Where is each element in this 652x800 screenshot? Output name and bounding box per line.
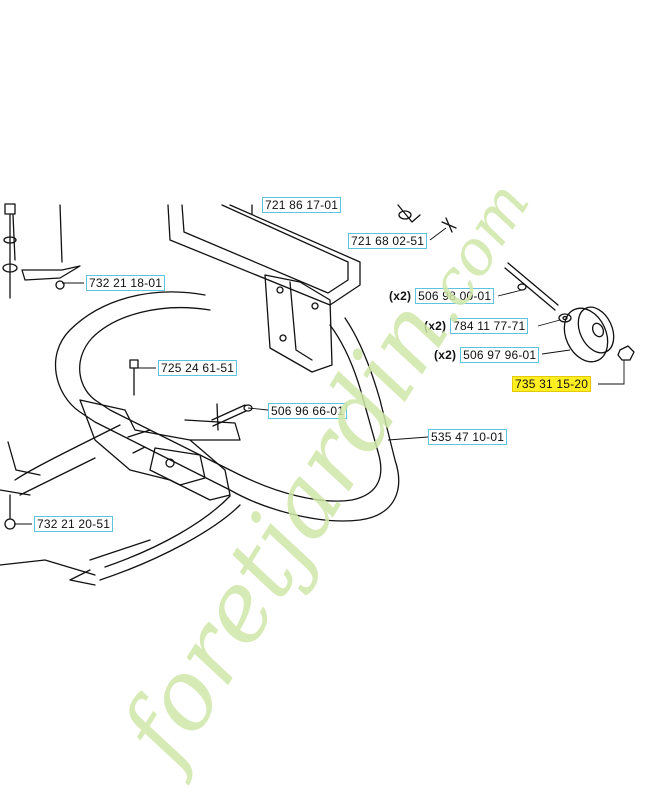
- part-number: 784 11 77-71: [450, 318, 529, 334]
- qty: (x2): [389, 289, 412, 303]
- clamp-assembly: [79, 399, 241, 501]
- bolt-stack-left: [2, 203, 81, 299]
- part-label: 506 96 66-01: [268, 403, 348, 419]
- part-label: (x2)506 97 96-01: [434, 347, 540, 363]
- part-label: 535 47 10-01: [428, 429, 508, 445]
- part-number: 721 68 02-51: [348, 233, 428, 249]
- qty: (x2): [434, 348, 457, 362]
- part-number: 725 24 61-51: [158, 360, 238, 376]
- top-hardware: [397, 204, 457, 233]
- part-number: 735 31 15-20: [512, 376, 592, 392]
- side-rail: [14, 424, 241, 581]
- part-label-highlighted: 735 31 15-20: [512, 376, 592, 392]
- nut-left: [4, 494, 16, 530]
- bolt-725: [129, 359, 139, 396]
- part-number: 506 96 66-01: [268, 403, 348, 419]
- part-label: 732 21 18-01: [86, 275, 166, 291]
- part-label: (x2)506 98 00-01: [389, 288, 495, 304]
- part-label: (x2)784 11 77-71: [424, 318, 529, 334]
- bracket-plate: [264, 274, 333, 373]
- handlebar-tube: [54, 291, 400, 522]
- part-label: 725 24 61-51: [158, 360, 238, 376]
- wheel: [563, 306, 615, 363]
- part-number: 732 21 20-51: [34, 516, 114, 532]
- part-label: 721 68 02-51: [348, 233, 428, 249]
- axle: [504, 262, 559, 311]
- part-number: 732 21 18-01: [86, 275, 166, 291]
- wheel-nut: [617, 345, 635, 361]
- part-number: 506 97 96-01: [460, 347, 540, 363]
- part-number: 535 47 10-01: [428, 429, 508, 445]
- part-label: 721 86 17-01: [262, 197, 342, 213]
- part-label: 732 21 20-51: [34, 516, 114, 532]
- qty: (x2): [424, 319, 447, 333]
- leader-lines: [14, 227, 625, 525]
- frame-outline: [0, 204, 361, 586]
- clevis-pin: [211, 403, 253, 431]
- part-number: 721 86 17-01: [262, 197, 342, 213]
- part-number: 506 98 00-01: [415, 288, 495, 304]
